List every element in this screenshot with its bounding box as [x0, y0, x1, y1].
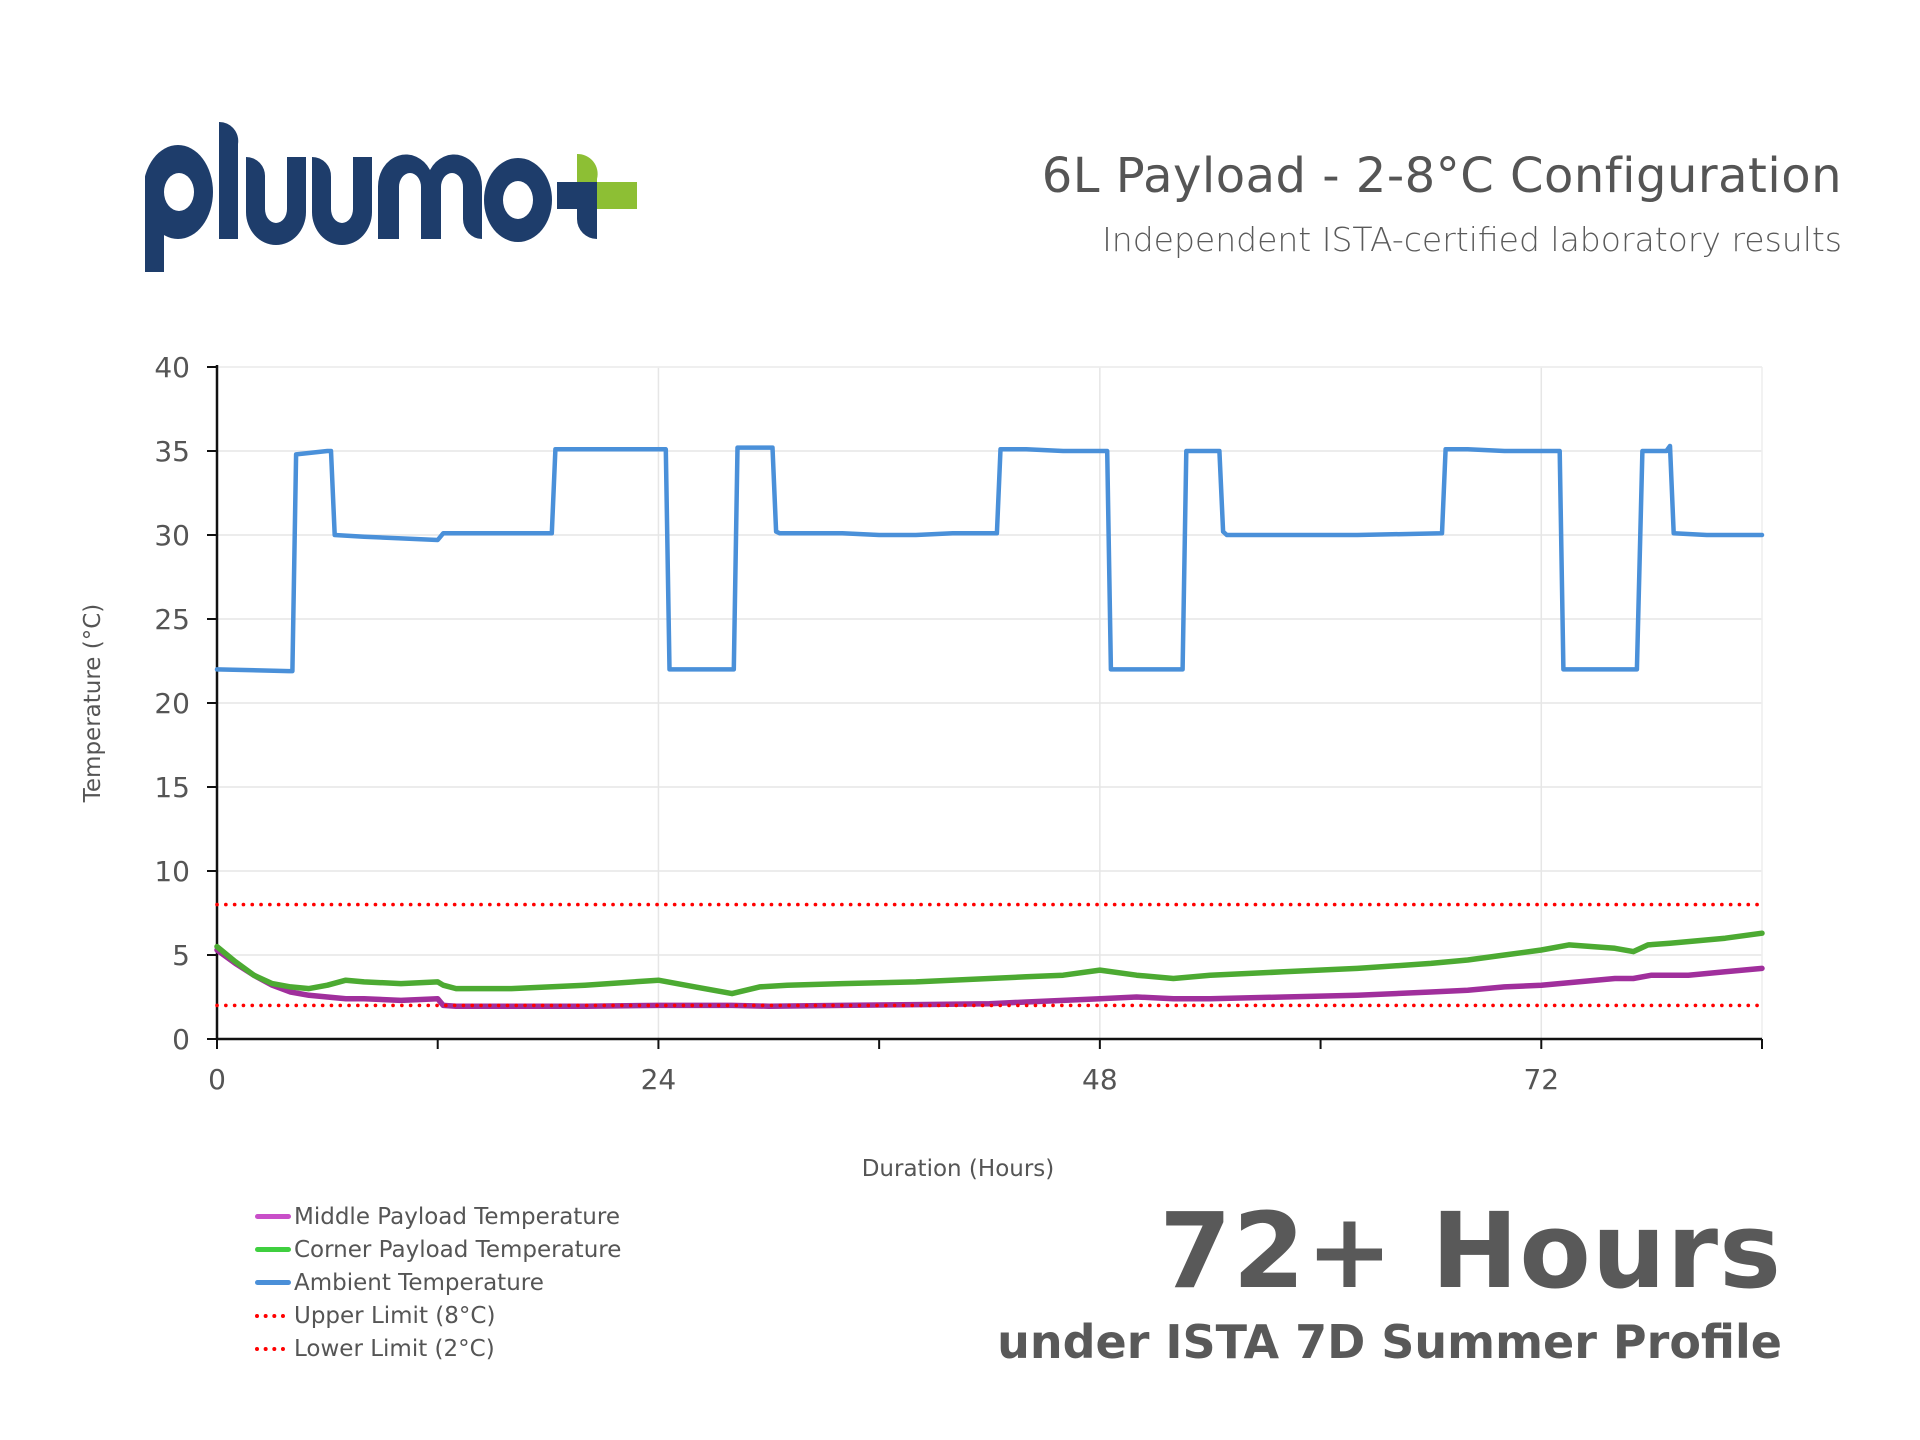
legend-label: Corner Payload Temperature: [294, 1236, 622, 1263]
x-tick-label: 24: [641, 1063, 677, 1096]
legend-label: Middle Payload Temperature: [294, 1203, 620, 1230]
legend-item-ambient[interactable]: Ambient Temperature: [255, 1266, 621, 1299]
y-tick-label: 10: [154, 855, 190, 888]
legend-item-upper-limit[interactable]: Upper Limit (8°C): [255, 1299, 621, 1332]
y-tick-label: 15: [154, 771, 190, 804]
chart-axes: 0 5 10 15 20 25 30 35 40 0 24 48 72: [154, 351, 1763, 1096]
x-tick-label: 72: [1523, 1063, 1559, 1096]
y-tick-label: 25: [154, 603, 190, 636]
y-axis-label: Temperature (°C): [80, 604, 106, 804]
x-axis-label: Duration (Hours): [862, 1156, 1055, 1182]
legend-swatch-ambient: [255, 1280, 291, 1285]
legend-swatch-corner: [255, 1247, 291, 1252]
legend-item-corner-payload[interactable]: Corner Payload Temperature: [255, 1233, 621, 1266]
chart-title: 6L Payload - 2-8°C Configuration: [1041, 148, 1842, 204]
chart-series: [214, 443, 1765, 1009]
x-tick-label: 0: [208, 1063, 226, 1096]
legend-label: Upper Limit (8°C): [294, 1302, 496, 1329]
legend-label: Lower Limit (2°C): [294, 1335, 495, 1362]
y-tick-label: 40: [154, 351, 190, 384]
legend-swatch-middle: [255, 1214, 291, 1219]
duration-headline: 72+ Hours: [1159, 1190, 1782, 1312]
profile-subheadline: under ISTA 7D Summer Profile: [997, 1315, 1782, 1369]
y-tick-label: 0: [172, 1023, 190, 1056]
corner-payload-temperature-line: [214, 930, 1765, 997]
middle-payload-temperature-line: [214, 947, 1765, 1009]
chart-legend: Middle Payload Temperature Corner Payloa…: [255, 1200, 621, 1365]
legend-label: Ambient Temperature: [294, 1269, 544, 1296]
y-tick-label: 30: [154, 519, 190, 552]
legend-item-middle-payload[interactable]: Middle Payload Temperature: [255, 1200, 621, 1233]
legend-swatch-lower: [255, 1346, 285, 1351]
chart-gridlines: [217, 366, 1763, 1039]
x-tick-label: 48: [1082, 1063, 1118, 1096]
temperature-chart: 0 5 10 15 20 25 30 35 40 0 24 48 72 Temperature (°C)…: [80, 351, 1765, 1182]
y-tick-label: 5: [172, 939, 190, 972]
pluumo-logo: [145, 121, 637, 272]
y-tick-label: 35: [154, 435, 190, 468]
legend-swatch-upper: [255, 1313, 285, 1318]
chart-subtitle: Independent ISTA-certified laboratory re…: [1102, 220, 1842, 259]
y-tick-label: 20: [154, 687, 190, 720]
legend-item-lower-limit[interactable]: Lower Limit (2°C): [255, 1332, 621, 1365]
ambient-temperature-line: [214, 443, 1765, 674]
